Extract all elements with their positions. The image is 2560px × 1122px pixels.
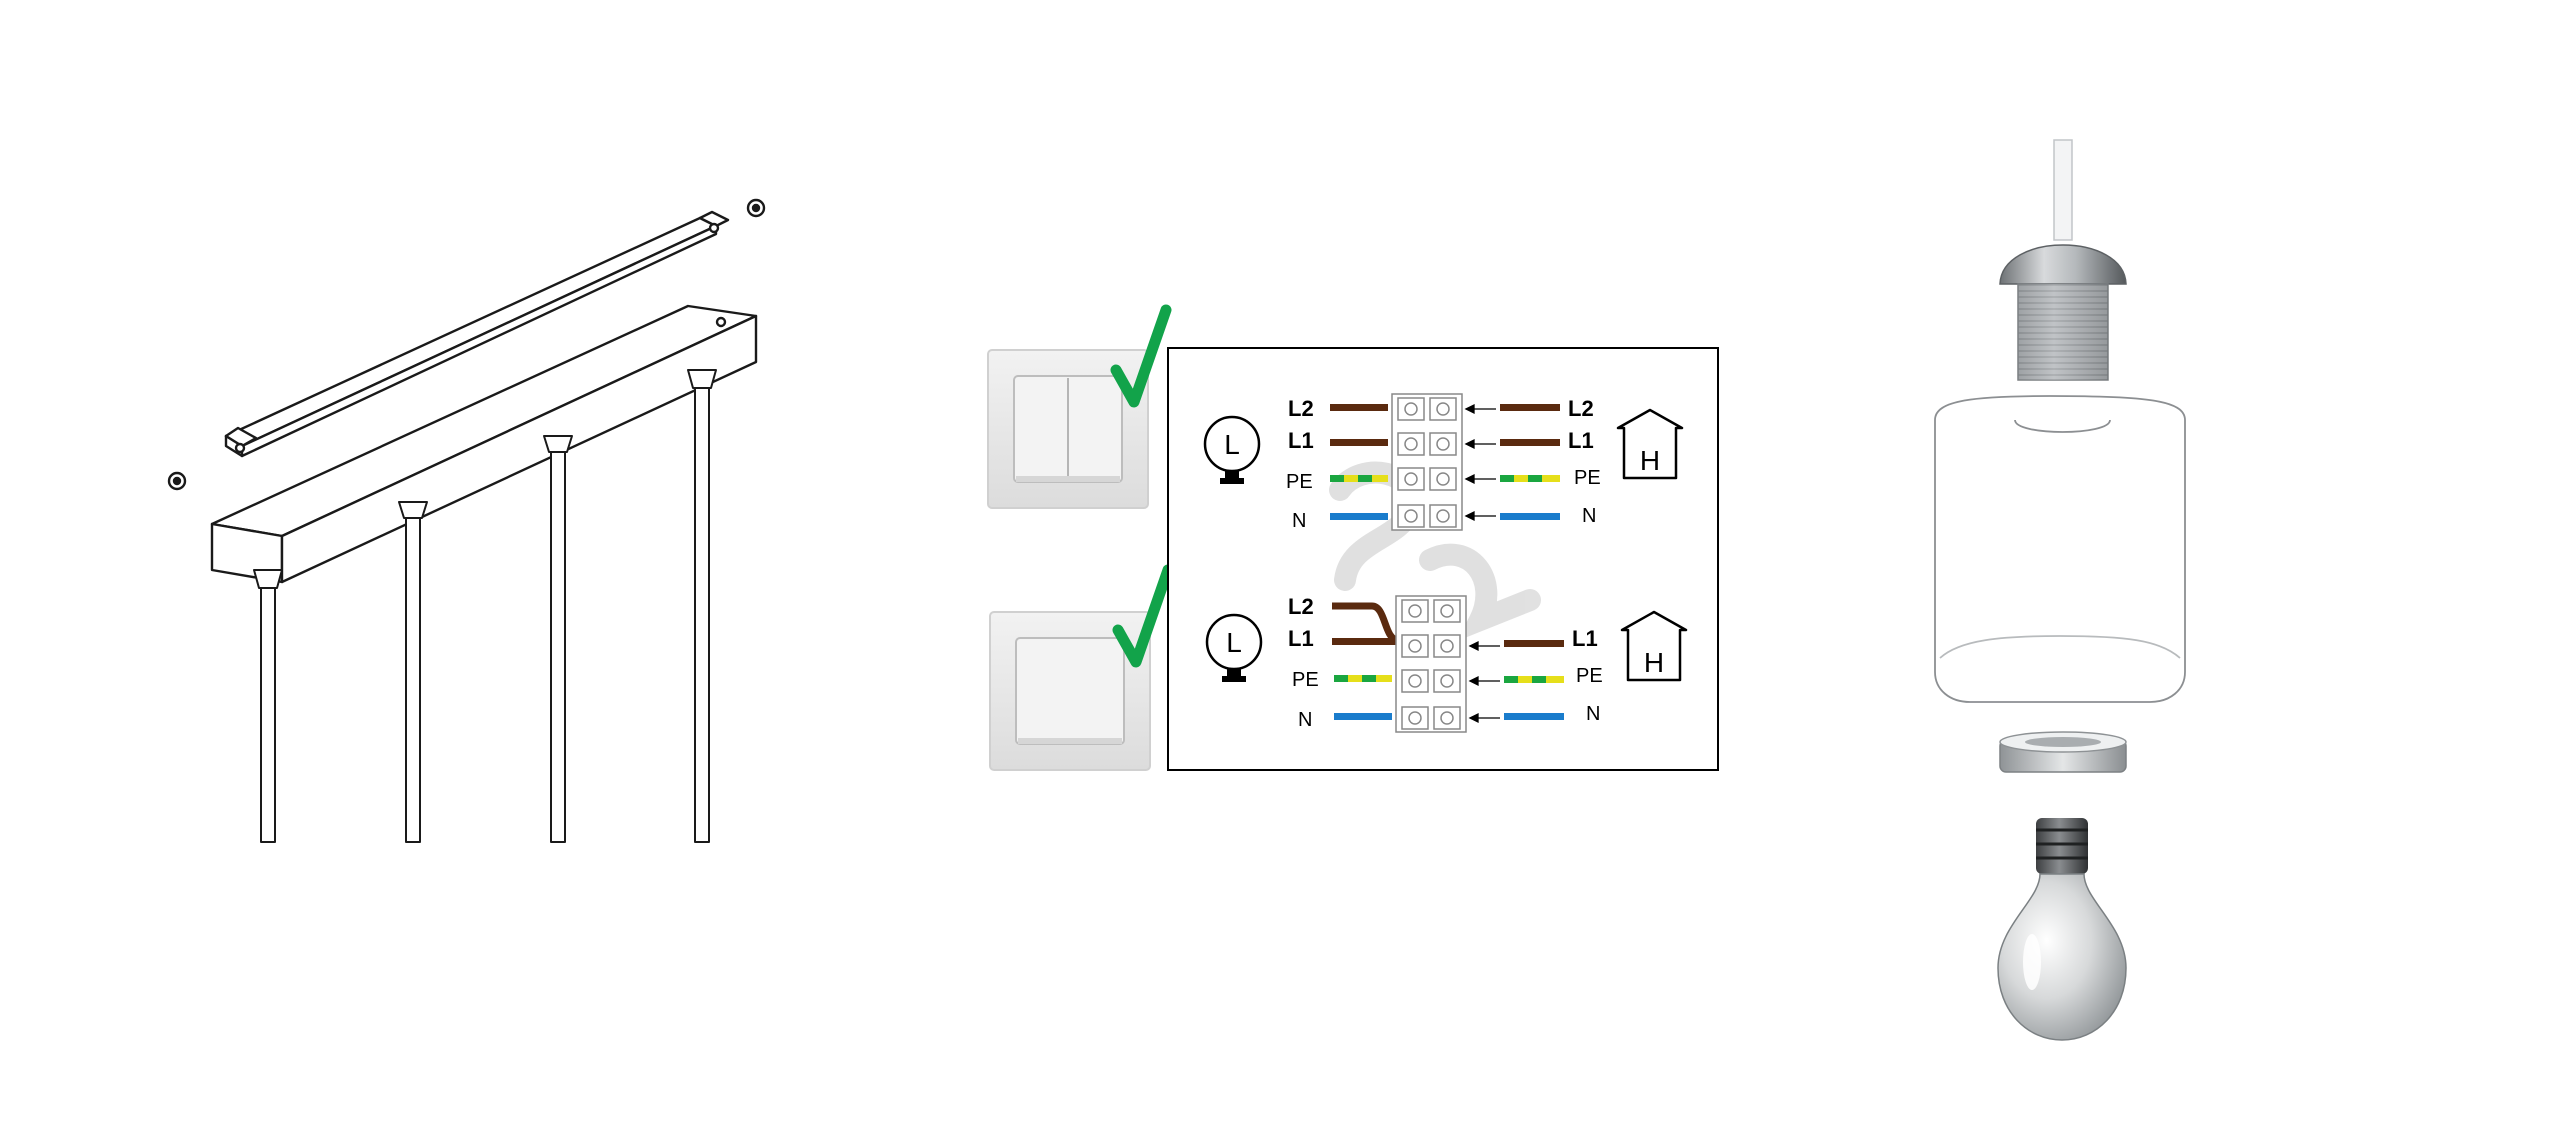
pendant-cord [2053, 139, 2073, 241]
label-right-pe: PE [1576, 665, 1603, 687]
lamp-icon: L [1205, 613, 1263, 682]
label-left-pe: PE [1292, 669, 1319, 691]
mounting-rail [224, 210, 730, 458]
wiring-diagram-double: L H L2 L1 PE N [1203, 393, 1684, 532]
terminal-block [1395, 595, 1467, 733]
cord [687, 369, 717, 843]
label-left-n: N [1298, 709, 1312, 731]
locking-ring [1999, 731, 2127, 773]
cord [398, 501, 428, 843]
label-right-n: N [1582, 505, 1596, 527]
label-right-n: N [1586, 703, 1600, 725]
label-left-l2: L2 [1288, 594, 1314, 619]
terminal-block [1391, 393, 1463, 531]
check-icon [1112, 564, 1174, 668]
canopy-drawing [167, 198, 766, 843]
cord [543, 435, 573, 843]
label-left-pe: PE [1286, 471, 1313, 493]
house-letter: H [1644, 647, 1664, 678]
lamp-letter: L [1224, 429, 1240, 460]
canopy-box [210, 304, 758, 584]
label-left-n: N [1292, 510, 1306, 532]
light-bulb [1997, 818, 2127, 1041]
pendant-parts [1934, 139, 2186, 1041]
label-left-l2: L2 [1288, 396, 1314, 421]
wiring-diagram-single: L H L2 L1 PE N [1205, 594, 1688, 733]
double-switch[interactable] [987, 349, 1149, 509]
label-left-l1: L1 [1288, 428, 1314, 453]
lamp-icon: L [1203, 415, 1261, 484]
house-icon: H [1616, 408, 1684, 480]
glass-shade [1934, 395, 2186, 703]
cord [253, 569, 283, 843]
single-switch[interactable] [989, 611, 1151, 771]
house-icon: H [1620, 610, 1688, 682]
check-icon [1110, 304, 1172, 408]
arrow-icon [1468, 640, 1500, 724]
wiring-section: L H L2 L1 PE N [987, 304, 1719, 771]
label-right-l1: L1 [1568, 428, 1594, 453]
label-left-l1: L1 [1288, 626, 1314, 651]
lamp-letter: L [1226, 627, 1242, 658]
arrow-icon [1464, 403, 1496, 522]
house-letter: H [1640, 445, 1660, 476]
screw-icon [746, 198, 766, 218]
label-right-l1: L1 [1572, 626, 1598, 651]
label-right-l2: L2 [1568, 396, 1594, 421]
label-right-pe: PE [1574, 467, 1601, 489]
screw-icon [167, 471, 187, 491]
metal-dome [1999, 244, 2127, 285]
